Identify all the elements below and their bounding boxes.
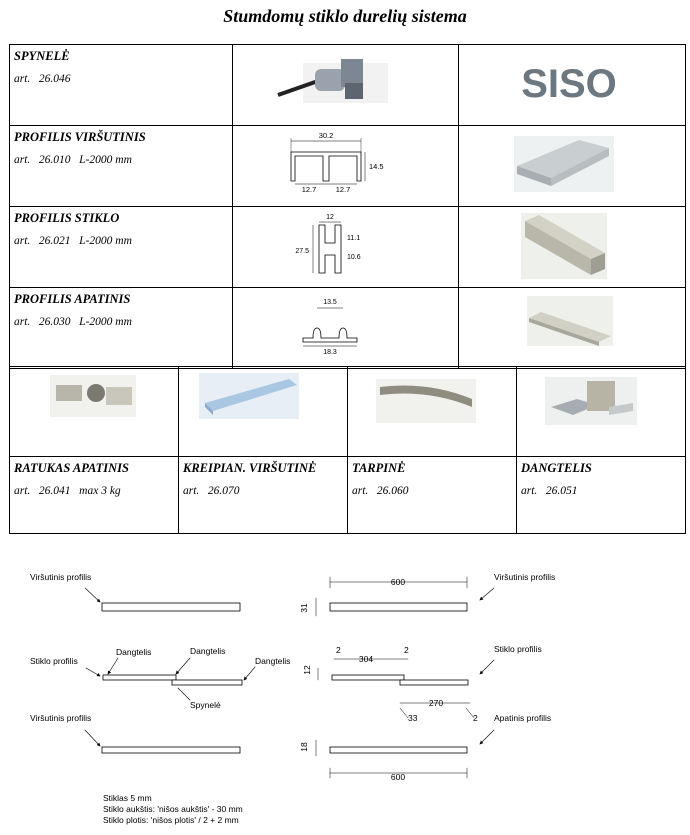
glass-profile-drawing-cell: 12 27.5 11.1 10.6: [232, 206, 459, 288]
guide-image: [199, 373, 299, 419]
dimension-label: 14.5: [369, 162, 384, 171]
wheel-image: [50, 375, 136, 417]
label-cap: Dangtelis: [255, 656, 290, 666]
label-bottom-profile: Apatinis profilis: [494, 713, 551, 723]
lock-image: [277, 59, 388, 103]
dimension-label: 11.1: [347, 235, 360, 242]
product-cell: TARPINĖ art. 26.060: [347, 456, 517, 534]
top-profile-image: [514, 136, 614, 192]
dimension-label: 304: [359, 654, 373, 664]
bottom-profile-bar: [101, 746, 241, 754]
product-art: art. 26.021 L-2000 mm: [14, 235, 132, 247]
label-cap: Dangtelis: [190, 646, 225, 656]
product-name: PROFILIS VIRŠUTINIS: [14, 130, 146, 144]
dimension-label: 10.6: [347, 254, 361, 261]
dimension-label: 2: [404, 645, 409, 655]
dimension-label: 27.5: [295, 248, 309, 255]
product-art: art. 26.010 L-2000 mm: [14, 154, 132, 166]
gasket-image: [376, 379, 476, 423]
dimension-label: 12.7: [336, 185, 351, 194]
product-cell: PROFILIS VIRŠUTINIS art. 26.010 L-2000 m…: [9, 125, 233, 207]
bottom-profile-image: [527, 296, 613, 346]
label-top-profile: Viršutinis profilis: [30, 713, 91, 723]
label-glass-profile: Stiklo profilis: [30, 656, 78, 666]
bottom-profile-bar-right: [329, 746, 468, 754]
product-cell: RATUKAS APATINIS art. 26.041 max 3 kg: [9, 456, 179, 534]
top-profile-drawing-cell: 30.2 14.5 12.7 12.7: [232, 125, 459, 207]
siso-logo: SISO: [521, 62, 617, 106]
note-line: Stiklo plotis: 'nišos plotis' / 2 + 2 mm: [103, 815, 239, 825]
dimension-label: 600: [391, 577, 405, 587]
product-cell: SPYNELĖ art. 26.046: [9, 44, 233, 126]
glass-profile-drawing: 12 27.5 11.1 10.6: [295, 214, 361, 274]
label-top-profile: Viršutinis profilis: [494, 572, 555, 582]
label-glass-profile: Stiklo profilis: [494, 644, 542, 654]
top-profile-bar: [101, 602, 241, 612]
dimension-label: 600: [391, 772, 405, 782]
product-cell: KREIPIAN. VIRŠUTINĖ art. 26.070: [178, 456, 348, 534]
product-art: art. 26.060: [352, 485, 409, 497]
product-art: art. 26.051: [521, 485, 578, 497]
bottom-profile-drawing-cell: 13.5 18.3: [232, 287, 459, 369]
dimension-label: 18.3: [323, 349, 337, 356]
guide-photo-cell: [178, 366, 348, 457]
product-art: art. 26.041 max 3 kg: [14, 485, 121, 497]
product-name: SPYNELĖ: [14, 49, 70, 63]
product-art: art. 26.070: [183, 485, 240, 497]
product-name: TARPINĖ: [352, 461, 406, 475]
gasket-photo-cell: [347, 366, 517, 457]
dimension-label: 33: [408, 713, 418, 723]
label-lock: Spynelė: [190, 700, 221, 710]
glass-profile-photo-cell: [458, 206, 686, 288]
dimension-label: 31: [299, 603, 309, 613]
product-art: art. 26.046: [14, 73, 71, 85]
bottom-profile-photo-cell: [458, 287, 686, 369]
glass-profile-bar-right: [331, 674, 405, 681]
products-table-bottom: RATUKAS APATINIS art. 26.041 max 3 kg KR…: [9, 366, 686, 534]
glass-profile-image: [521, 213, 607, 279]
label-top-profile: Viršutinis profilis: [30, 572, 91, 582]
dimension-label: 270: [429, 698, 443, 708]
product-name: RATUKAS APATINIS: [14, 461, 129, 475]
glass-profile-bar: [102, 674, 177, 681]
product-cell: PROFILIS STIKLO art. 26.021 L-2000 mm: [9, 206, 233, 288]
dimension-label: 12: [302, 665, 312, 675]
label-cap: Dangtelis: [116, 647, 151, 657]
cap-photo-cell: [516, 366, 686, 457]
dimension-label: 13.5: [323, 299, 337, 306]
products-table-top: SPYNELĖ art. 26.046 SISO: [9, 44, 686, 369]
top-profile-drawing: 30.2 14.5 12.7 12.7: [290, 131, 384, 194]
product-name: PROFILIS STIKLO: [14, 211, 120, 225]
product-art: art. 26.030 L-2000 mm: [14, 316, 132, 328]
top-profile-bar-right: [329, 602, 468, 612]
dimension-label: 30.2: [319, 131, 334, 140]
top-profile-photo-cell: [458, 125, 686, 207]
glass-profile-bar: [171, 679, 243, 686]
dimension-label: 12: [326, 214, 334, 221]
note-line: Stiklas 5 mm: [103, 793, 152, 803]
dimension-label: 18: [299, 742, 309, 752]
dimension-label: 2: [336, 645, 341, 655]
product-cell: PROFILIS APATINIS art. 26.030 L-2000 mm: [9, 287, 233, 369]
dimension-label: 2: [473, 713, 478, 723]
page-title: Stumdomų stiklo durelių sistema: [223, 6, 467, 26]
wheel-photo-cell: [9, 366, 179, 457]
product-name: KREIPIAN. VIRŠUTINĖ: [183, 461, 317, 475]
bottom-profile-drawing: 13.5 18.3: [302, 299, 358, 356]
product-cell: DANGTELIS art. 26.051: [516, 456, 686, 534]
cap-image: [545, 377, 637, 425]
notes: Stiklas 5 mm Stiklo aukštis: 'nišos aukš…: [103, 793, 243, 826]
note-line: Stiklo aukštis: 'nišos aukštis' - 30 mm: [103, 804, 243, 814]
logo-text: SISO: [521, 62, 617, 106]
lock-photo-cell: [232, 44, 459, 126]
logo-cell: SISO: [458, 44, 686, 126]
assembly-diagram: Viršutinis profilis Stiklo profilis Dang…: [30, 572, 555, 782]
product-name: DANGTELIS: [521, 461, 592, 475]
product-name: PROFILIS APATINIS: [14, 292, 131, 306]
glass-profile-bar-right: [399, 679, 469, 686]
dimension-label: 12.7: [302, 185, 317, 194]
